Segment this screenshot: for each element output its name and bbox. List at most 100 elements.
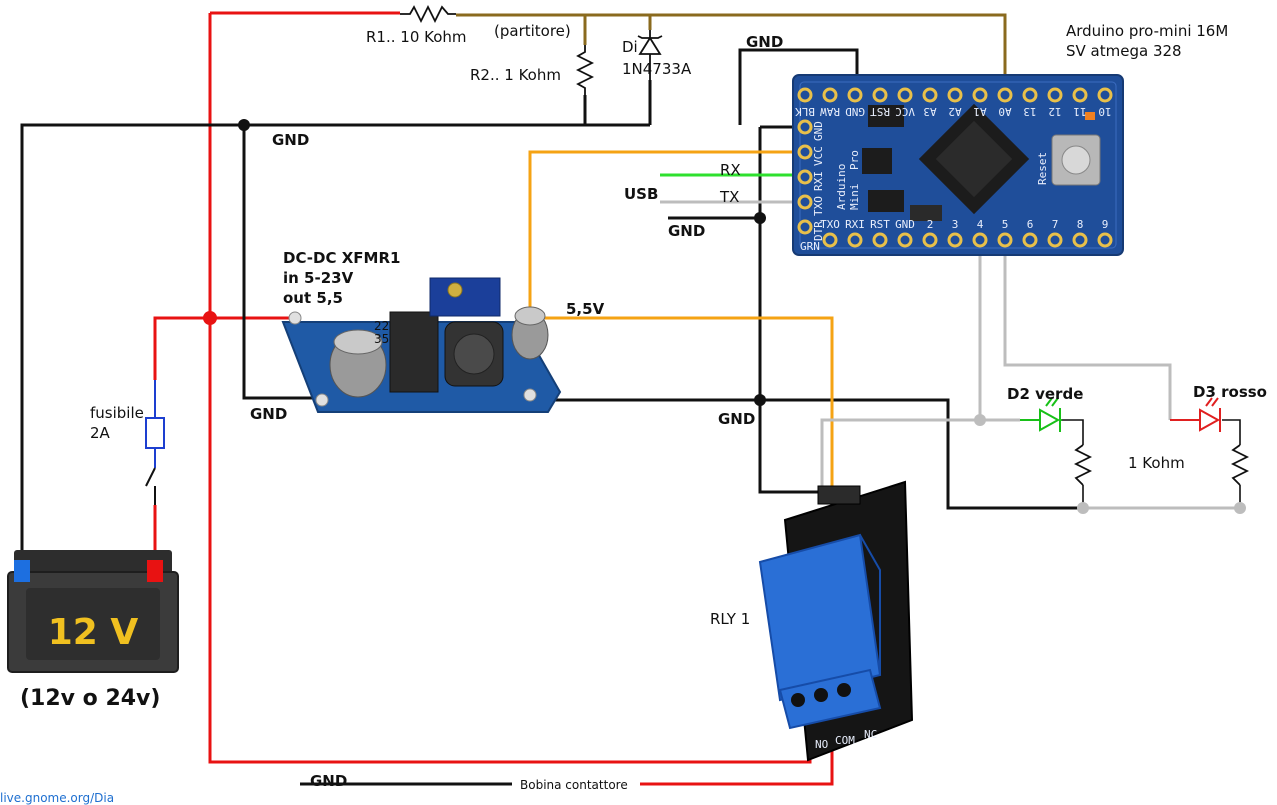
battery-caption: (12v o 24v) — [20, 686, 160, 711]
top-pin-blk-pad — [797, 87, 813, 103]
bottom-pin-rxi-label: RXI — [845, 218, 865, 231]
bottom-pin-gnd-label: GND — [895, 218, 915, 231]
junction-gnd-usb — [754, 212, 766, 224]
mcu-chip-icon — [918, 103, 1030, 215]
regulator-chip-2 — [868, 190, 904, 212]
top-pin-a0-label: A0 — [998, 105, 1011, 118]
dcdc-inductor-core — [453, 333, 495, 375]
top-pin-a2-pad — [947, 87, 963, 103]
label-dcdc-line1: DC-DC XFMR1 — [283, 249, 400, 267]
label-dcdc-line2: in 5-23V — [283, 269, 354, 287]
top-pin-a1-label: A1 — [973, 105, 986, 118]
top-pin-a3-pad — [922, 87, 938, 103]
relay-terminal-no: NO — [815, 738, 828, 751]
side-pin-gnd-label: GND — [812, 121, 825, 141]
label-gnd-dcdc: GND — [250, 405, 287, 423]
top-pin-a2-label: A2 — [948, 105, 961, 118]
top-pin-a1-pad — [972, 87, 988, 103]
battery: 12 V — [7, 550, 179, 673]
bottom-pin-5-pad — [997, 232, 1013, 248]
dcdc-capacitor-small-top — [514, 306, 546, 326]
label-rx: RX — [720, 161, 741, 179]
top-pin-rst-pad — [872, 87, 888, 103]
side-pin-txo-pad — [797, 194, 813, 210]
top-pin-vcc-pad — [897, 87, 913, 103]
top-pin-a3-label: A3 — [923, 105, 936, 118]
mosfet-chip — [862, 148, 892, 174]
label-r-led: 1 Kohm — [1128, 454, 1185, 472]
junction-grey-r2 — [1234, 502, 1246, 514]
top-pin-11-label: 11 — [1073, 105, 1086, 118]
relay-module: NO COM NC — [758, 480, 914, 762]
wire-black-gnd — [20, 48, 859, 567]
junction-red — [203, 311, 217, 325]
label-usb: USB — [624, 185, 658, 203]
bottom-pin-rst-pad — [872, 232, 888, 248]
label-r1: R1.. 10 Kohm — [366, 28, 467, 46]
relay-header-pins — [817, 485, 861, 505]
bottom-pin-txo-label: TXO — [820, 218, 840, 231]
board-text-reset: Reset — [1036, 152, 1049, 185]
label-coil: Bobina contattore — [520, 778, 628, 792]
junction-gnd-mid — [754, 394, 766, 406]
wire-red-coil — [640, 722, 834, 786]
resistor-r2 — [575, 45, 595, 95]
dcdc-pad-in — [288, 311, 302, 325]
bottom-pin-4-pad — [972, 232, 988, 248]
junction-grey-r — [1077, 502, 1089, 514]
wire-red-fuse — [153, 316, 290, 567]
dcdc-heatsink — [389, 311, 439, 393]
label-fuse-line2: 2A — [90, 424, 111, 442]
bottom-pin-4-label: 4 — [977, 218, 984, 231]
label-arduino-line2: SV atmega 328 — [1066, 42, 1182, 60]
dcdc-capacitor-top — [333, 329, 383, 355]
dcdc-converter: 220 35V — [281, 277, 562, 413]
terminal-negative-icon — [14, 560, 30, 582]
top-pin-rst-label: RST — [870, 105, 890, 118]
terminal-block — [778, 668, 882, 730]
wire-brown-divider — [456, 13, 1007, 95]
bottom-pin-2-label: 2 — [927, 218, 934, 231]
side-pin-gnd-pad — [797, 119, 813, 135]
resistor-led-d2 — [1073, 444, 1093, 486]
terminal-screw-no — [791, 693, 805, 707]
bottom-pin-rst-label: RST — [870, 218, 890, 231]
status-led — [1085, 112, 1095, 120]
side-pin-dtr-pad — [797, 219, 813, 235]
top-pin-raw-label: RAW — [820, 105, 840, 118]
junction-grey-d2 — [974, 414, 986, 426]
fuse-icon — [145, 380, 165, 505]
label-gnd-relay: GND — [718, 410, 755, 428]
dcdc-pad-out — [523, 388, 537, 402]
side-pin-dtr-label: DTR — [812, 221, 825, 241]
top-pin-blk-label: BLK — [795, 105, 815, 118]
crystal — [910, 205, 942, 221]
wire-black-gnd2 — [300, 125, 1083, 786]
arduino-board-inner — [799, 81, 1117, 249]
label-fuse-line1: fusibile — [90, 404, 144, 422]
relay-coil-box-side — [859, 534, 881, 675]
bottom-pin-9-label: 9 — [1102, 218, 1109, 231]
battery-top — [14, 550, 172, 574]
label-relay: RLY 1 — [710, 610, 750, 628]
credit-link[interactable]: live.gnome.org/Dia — [0, 791, 114, 805]
wire-led-legs — [1062, 419, 1241, 508]
label-out-voltage: 5,5V — [566, 300, 605, 318]
dcdc-pad-gnd — [315, 393, 329, 407]
terminal-screw-nc — [837, 683, 851, 697]
battery-face-text: 12 V — [48, 612, 139, 653]
bottom-pin-7-pad — [1047, 232, 1063, 248]
label-gnd-bottom: GND — [310, 772, 347, 790]
label-dcdc-line3: out 5,5 — [283, 289, 343, 307]
side-pin-rxi-pad — [797, 169, 813, 185]
board-text-pro: Pro — [848, 150, 861, 170]
dcdc-trimmer — [429, 277, 501, 317]
top-pin-11-pad — [1072, 87, 1088, 103]
wires — [20, 11, 1241, 786]
terminal-screw-com — [814, 688, 828, 702]
top-pin-raw-pad — [822, 87, 838, 103]
reset-button-cap — [1061, 145, 1091, 175]
